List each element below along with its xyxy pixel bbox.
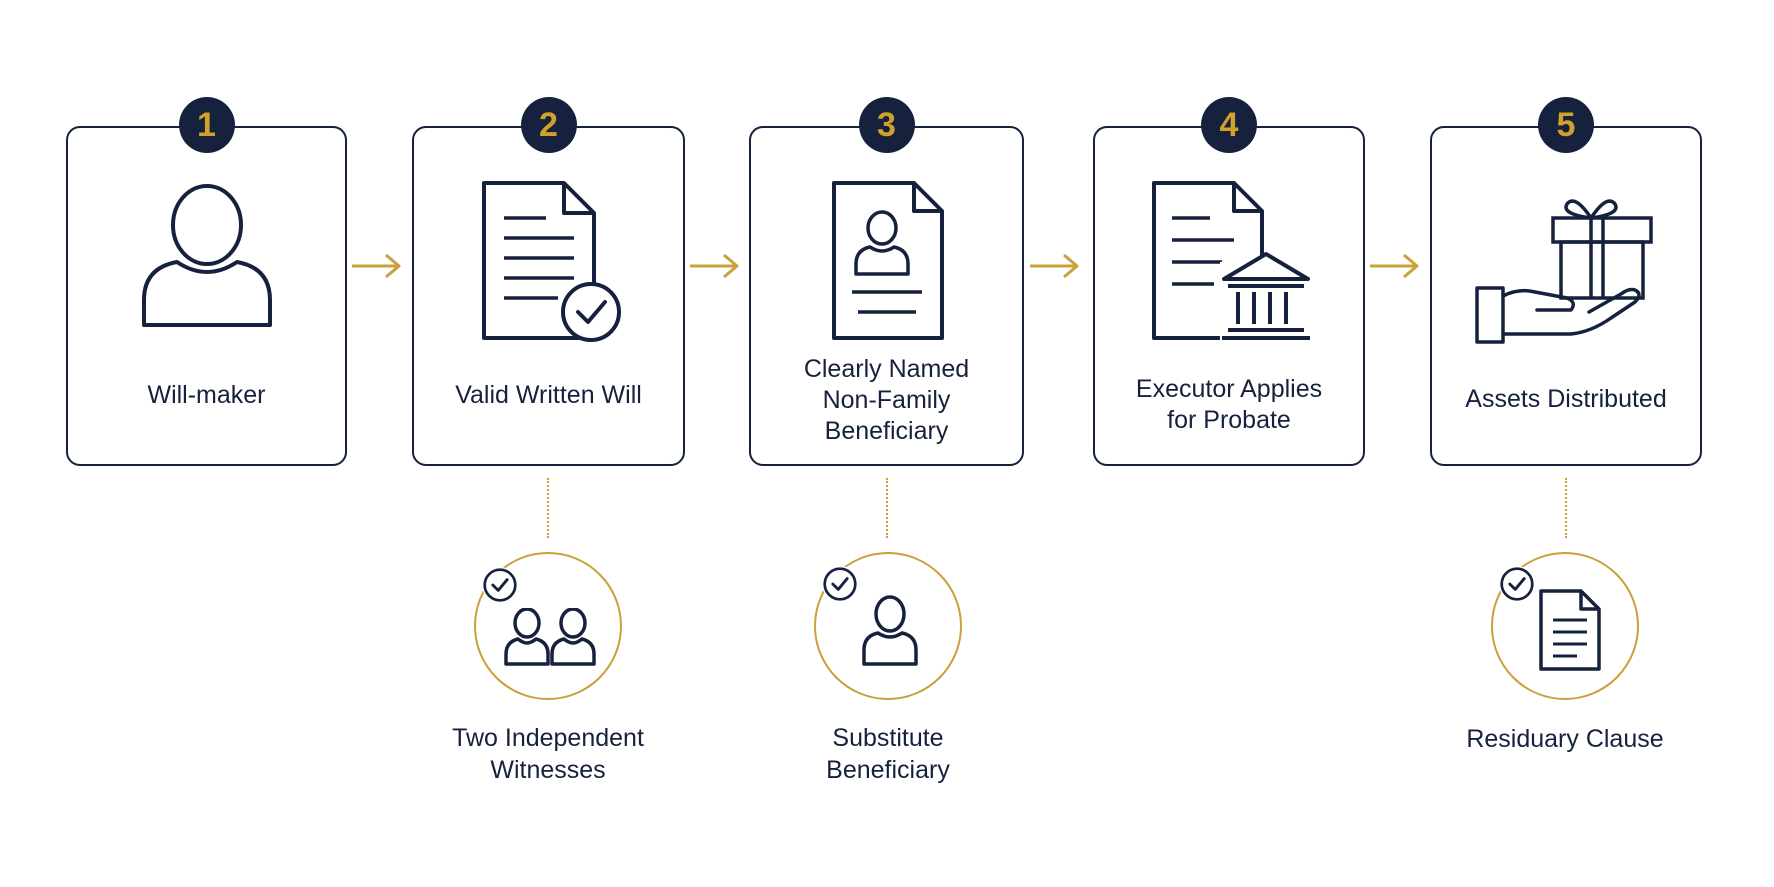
check-circle-icon: [822, 566, 858, 602]
person-icon: [862, 595, 918, 666]
step-label: Clearly Named Non-Family Beneficiary: [803, 355, 970, 445]
step-card-executor-probate: 4 Executor Applies for Probate: [1093, 97, 1365, 466]
document-courthouse-icon: [1152, 181, 1312, 346]
document-check-icon: [481, 181, 621, 342]
step-label: Valid Written Will: [455, 381, 642, 409]
step-number-badge: 3: [858, 97, 915, 153]
check-circle-icon: [1499, 566, 1535, 602]
requirement-label: Two Independent Witnesses: [452, 724, 644, 784]
check-circle-icon: [482, 567, 518, 603]
dotted-connector: [1565, 478, 1567, 538]
step-card-will-maker: 1 Will-maker: [66, 97, 347, 466]
step-number-badge: 2: [520, 97, 577, 153]
step-label: Assets Distributed: [1465, 385, 1667, 413]
arrow-right-icon: [1030, 253, 1079, 279]
dotted-connector: [547, 478, 549, 538]
step-number-badge: 1: [178, 97, 235, 153]
arrow-right-icon: [352, 253, 401, 279]
step-label: Will-maker: [147, 381, 266, 409]
requirement-circle-witnesses: [474, 552, 622, 700]
arrow-right-icon: [1370, 253, 1419, 279]
step-number-badge: 4: [1201, 97, 1257, 153]
step-label: Executor Applies for Probate: [1135, 375, 1323, 434]
profile-document-icon: [831, 181, 944, 340]
two-people-icon: [504, 608, 596, 666]
requirement-label: Substitute Beneficiary: [826, 724, 950, 784]
step-card-assets-distributed: 5 Assets Distributed: [1430, 97, 1702, 466]
document-icon: [1539, 589, 1601, 671]
requirement-label: Residuary Clause: [1466, 725, 1664, 753]
person-icon: [141, 184, 272, 327]
dotted-connector: [886, 478, 888, 538]
arrow-right-icon: [690, 253, 739, 279]
step-card-named-beneficiary: 3 Clearly Named Non-Family Beneficiary: [749, 97, 1024, 466]
step-card-valid-written-will: 2 Valid Written Will: [412, 97, 685, 466]
step-number-badge: 5: [1538, 97, 1594, 153]
gift-hand-icon: [1475, 199, 1653, 344]
